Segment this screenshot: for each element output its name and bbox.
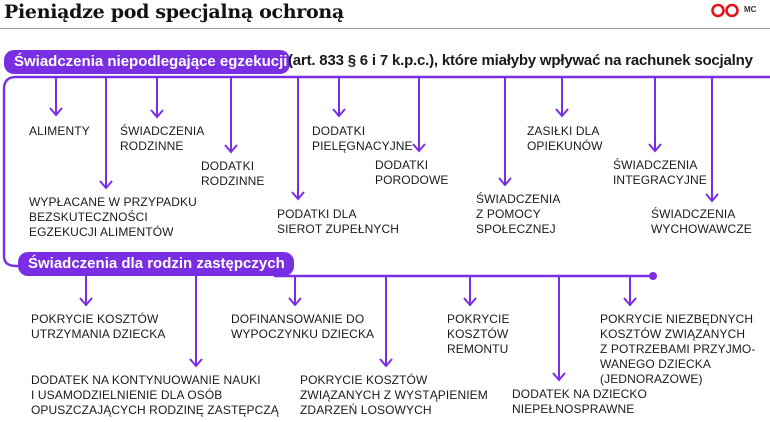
item-wypoczynek-dziecka: DOFINANSOWANIE DO WYPOCZYNKU DZIECKA: [231, 312, 375, 341]
section1-arrow-1: [99, 77, 113, 190]
section2-arrow-5: [552, 276, 566, 382]
section1-arrow-2: [150, 77, 164, 119]
section2-arrow-0: [79, 276, 93, 307]
item-koszty-remontu: POKRYCIE KOSZTÓW REMONTU: [447, 312, 510, 356]
section1-arrow-6: [412, 77, 426, 153]
item-swiadczenia-integracyjne: ŚWIADCZENIA INTEGRACYJNE: [613, 158, 707, 187]
item-dodatki-pielegnacyjne: DODATKI PIELĘGNACYJNE: [312, 124, 413, 153]
section1-arrow-0: [49, 77, 63, 117]
section2-heading: Świadczenia dla rodzin zastępczych: [18, 252, 294, 276]
logo-text: MC: [744, 5, 757, 14]
item-kontynuowanie-nauki: DODATEK NA KONTYNUOWANIE NAUKI I USAMODZ…: [31, 373, 279, 417]
section1-arrow-8: [555, 77, 569, 118]
section1-connector: [2, 75, 770, 268]
mc-logo: [711, 3, 739, 18]
item-pomoc-spoleczna: ŚWIADCZENIA Z POMOCY SPOŁECZNEJ: [476, 192, 561, 236]
section1-heading: Świadczenia niepodlegające egzekucji: [4, 50, 290, 74]
item-dziecko-niepelnosprawne: DODATEK NA DZIECKO NIEPEŁNOSPRAWNE: [512, 387, 647, 416]
item-zasilki-opiekunow: ZASIŁKI DLA OPIEKUNÓW: [527, 124, 603, 153]
item-swiadczenia-rodzinne: ŚWIADCZENIA RODZINNE: [120, 124, 205, 153]
item-podatki-sierot: PODATKI DLA SIEROT ZUPEŁNYCH: [277, 207, 400, 236]
title-divider: [0, 28, 770, 29]
section2-arrow-4: [463, 276, 477, 307]
logo-ring-left: [711, 3, 725, 18]
logo-ring-right: [725, 3, 739, 18]
section2-line-end: [649, 272, 657, 280]
item-swiadczenia-wychowawcze: ŚWIADCZENIA WYCHOWAWCZE: [651, 207, 752, 236]
section2-arrow-6: [623, 276, 637, 307]
item-potrzeby-dziecka: POKRYCIE NIEZBĘDNYCH KOSZTÓW ZWIĄZANYCH …: [600, 312, 756, 386]
section1-arrow-10: [705, 77, 719, 203]
item-zdarzenia-losowe: POKRYCIE KOSZTÓW ZWIĄZANYCH Z WYSTĄPIENI…: [300, 373, 488, 417]
item-wyplacane: WYPŁACANE W PRZYPADKU BEZSKUTECZNOŚCI EG…: [29, 195, 197, 239]
section1-arrow-5: [332, 77, 346, 118]
section1-arrows: [49, 77, 719, 203]
section2-arrow-1: [189, 276, 203, 368]
section1-arrow-7: [498, 77, 512, 187]
item-utrzymanie-dziecka: POKRYCIE KOSZTÓW UTRZYMANIA DZIECKA: [31, 312, 166, 341]
section1-subtitle: (art. 833 § 6 i 7 k.p.c.), które miałyby…: [288, 52, 753, 69]
section2-arrows: [79, 276, 637, 382]
item-dodatki-rodzinne: DODATKI RODZINNE: [201, 159, 265, 188]
page-title: Pieniądze pod specjalną ochroną: [4, 1, 344, 23]
section1-arrow-4: [291, 77, 305, 201]
section1-arrow-3: [224, 77, 238, 154]
section2-arrow-2: [288, 276, 302, 307]
item-alimenty: ALIMENTY: [29, 124, 90, 138]
section2-arrow-3: [379, 276, 393, 368]
section1-arrow-9: [648, 77, 662, 153]
item-dodatki-porodowe: DODATKI PORODOWE: [375, 158, 449, 187]
